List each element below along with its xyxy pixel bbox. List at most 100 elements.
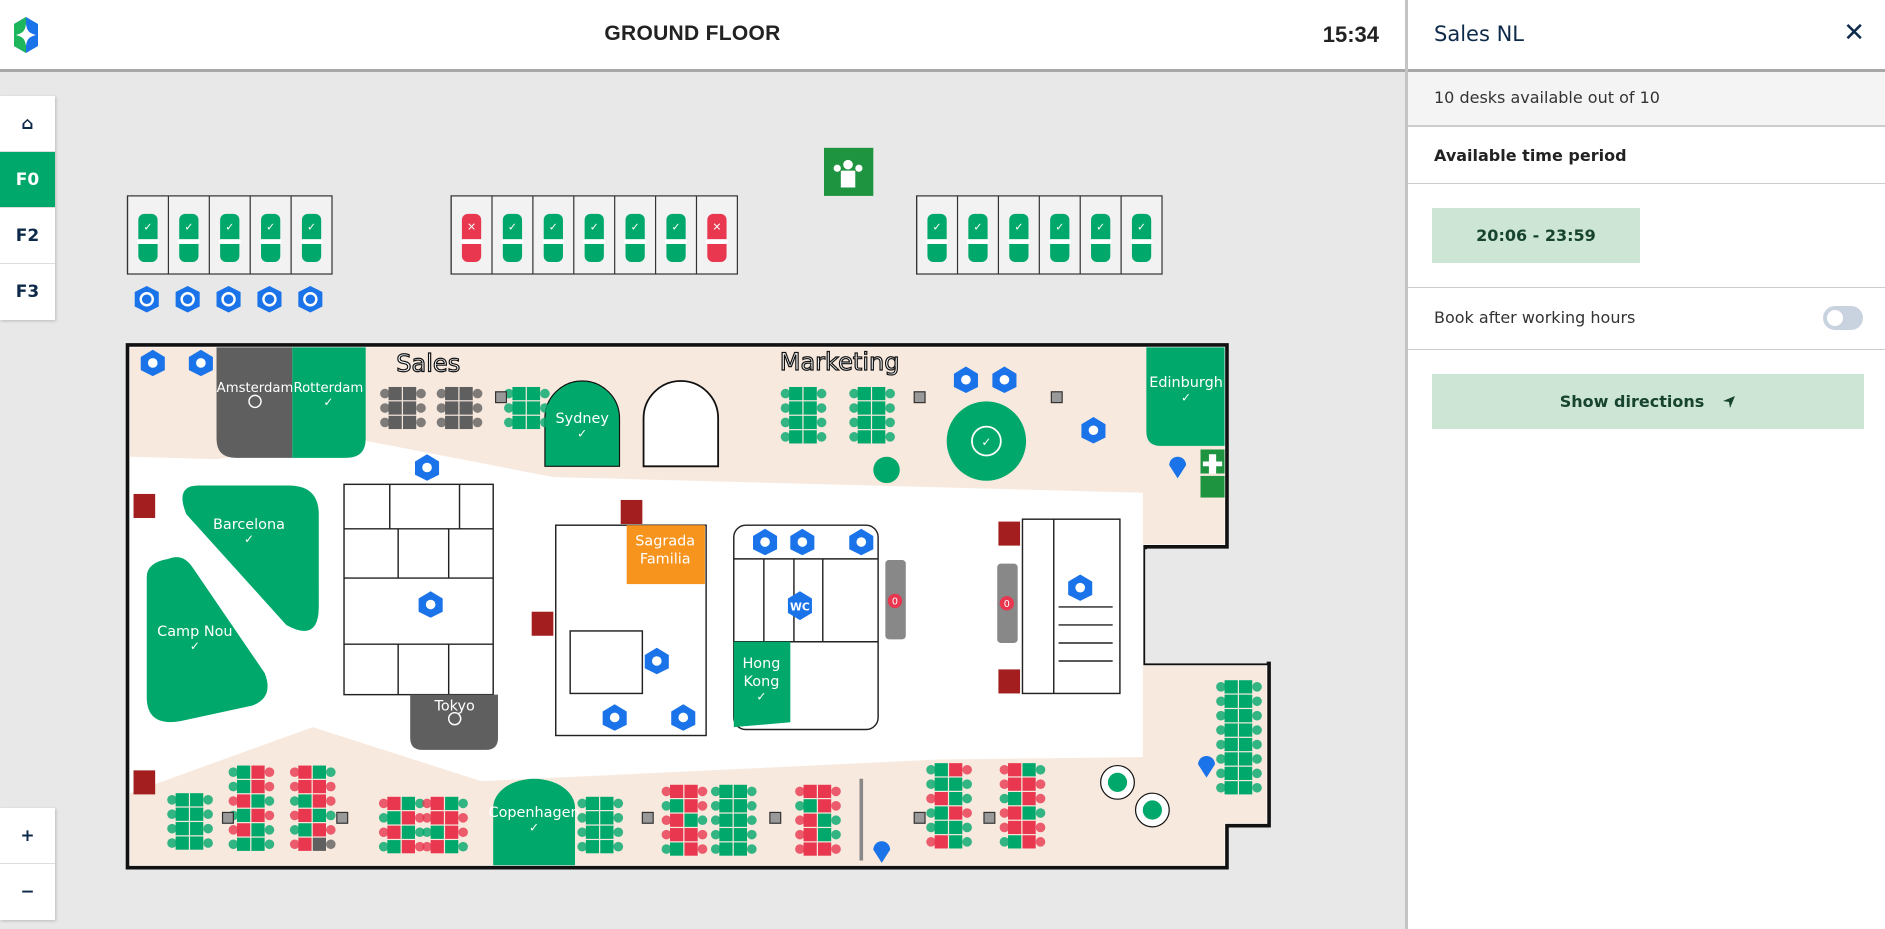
desk[interactable] [167,807,189,821]
desk[interactable] [661,828,684,842]
round-meeting-table[interactable]: ✓ [946,401,1027,481]
desk[interactable] [577,825,600,839]
desk[interactable] [684,813,708,827]
desk[interactable] [795,813,817,827]
desk[interactable] [926,820,948,835]
desk[interactable] [926,791,948,806]
floor-plan-map[interactable]: ✓✓✓✓✓✕✓✓✓✓✓✕✓✓✓✓✓✓ Sales Marketing Amste… [0,0,1405,929]
desk[interactable] [1216,694,1238,708]
desk[interactable] [795,784,817,799]
desk[interactable] [436,386,459,401]
desk[interactable] [289,808,312,823]
parking-spot-available[interactable]: ✓ [300,213,323,262]
desk[interactable] [289,794,312,808]
desk[interactable] [312,765,336,779]
desk[interactable] [1216,723,1238,737]
desk[interactable] [817,784,841,799]
desk[interactable] [780,386,803,401]
desk[interactable] [999,806,1022,820]
desk[interactable] [378,811,401,825]
desk[interactable] [872,415,895,430]
desk[interactable] [733,799,757,813]
desk[interactable] [459,386,483,401]
desk[interactable] [289,837,312,851]
desk[interactable] [780,401,803,415]
desk[interactable] [445,796,468,811]
zoom-out-button[interactable]: − [20,882,35,902]
desk[interactable] [849,415,871,430]
room-camp-nou[interactable]: Camp Nou ✓ [146,557,268,723]
desk[interactable] [1216,766,1238,780]
desk[interactable] [1022,777,1046,791]
zoom-in-button[interactable]: + [0,808,55,864]
desk[interactable] [190,793,213,807]
desk[interactable] [600,811,624,825]
desk[interactable] [817,828,841,842]
desk[interactable] [795,828,817,842]
desk[interactable] [1216,781,1238,795]
desk[interactable] [684,799,708,813]
desk[interactable] [684,828,708,842]
desk[interactable] [1238,737,1262,752]
parking-spot-available[interactable]: ✓ [178,213,200,262]
desk[interactable] [817,813,841,827]
desk[interactable] [312,794,336,808]
desk[interactable] [872,401,895,415]
desk[interactable] [251,823,275,837]
desk[interactable] [312,779,336,794]
desk[interactable] [733,813,757,827]
desk[interactable] [228,837,251,851]
room-tokyo[interactable]: Tokyo [410,694,499,750]
desk[interactable] [684,784,708,799]
desk[interactable] [167,793,189,807]
parking-spot-available[interactable]: ✓ [926,213,948,262]
desk[interactable] [710,799,733,813]
desk[interactable] [949,777,972,791]
desk[interactable] [436,401,459,415]
desk[interactable] [661,799,684,813]
desk[interactable] [849,430,871,444]
desk[interactable] [436,415,459,430]
desk[interactable] [803,401,827,415]
desk[interactable] [661,842,684,856]
desk[interactable] [459,415,483,430]
desk[interactable] [422,825,444,839]
desk[interactable] [312,837,336,851]
parking-spot-occupied[interactable]: ✕ [706,213,728,262]
desk[interactable] [1238,694,1262,708]
desk[interactable] [312,808,336,823]
desk[interactable] [710,842,733,856]
desk[interactable] [526,415,550,430]
desk[interactable] [710,784,733,799]
desk[interactable] [949,835,972,849]
desk-clusters[interactable] [167,386,1262,856]
desk[interactable] [445,825,468,839]
desk[interactable] [526,401,550,415]
desk[interactable] [1216,752,1238,766]
desk[interactable] [926,777,948,791]
desk[interactable] [228,823,251,837]
desk[interactable] [251,779,275,794]
show-directions-button[interactable]: Show directions [1432,374,1864,429]
desk[interactable] [1216,737,1238,752]
desk[interactable] [999,820,1022,835]
parking-spot-available[interactable]: ✓ [259,213,282,262]
desk[interactable] [422,796,444,811]
desk[interactable] [378,796,401,811]
desk[interactable] [228,765,251,779]
parking-spot-available[interactable]: ✓ [1048,213,1071,262]
desk[interactable] [1238,766,1262,780]
desk[interactable] [167,836,189,850]
desk[interactable] [849,386,871,401]
desk[interactable] [504,401,526,415]
desk[interactable] [402,401,426,415]
desk[interactable] [803,386,827,401]
desk[interactable] [999,777,1022,791]
desk[interactable] [504,415,526,430]
desk[interactable] [445,840,468,854]
desk[interactable] [401,840,425,854]
desk[interactable] [190,822,213,836]
room-sydney[interactable]: Sydney ✓ [544,380,621,467]
desk[interactable] [289,779,312,794]
desk[interactable] [380,401,402,415]
